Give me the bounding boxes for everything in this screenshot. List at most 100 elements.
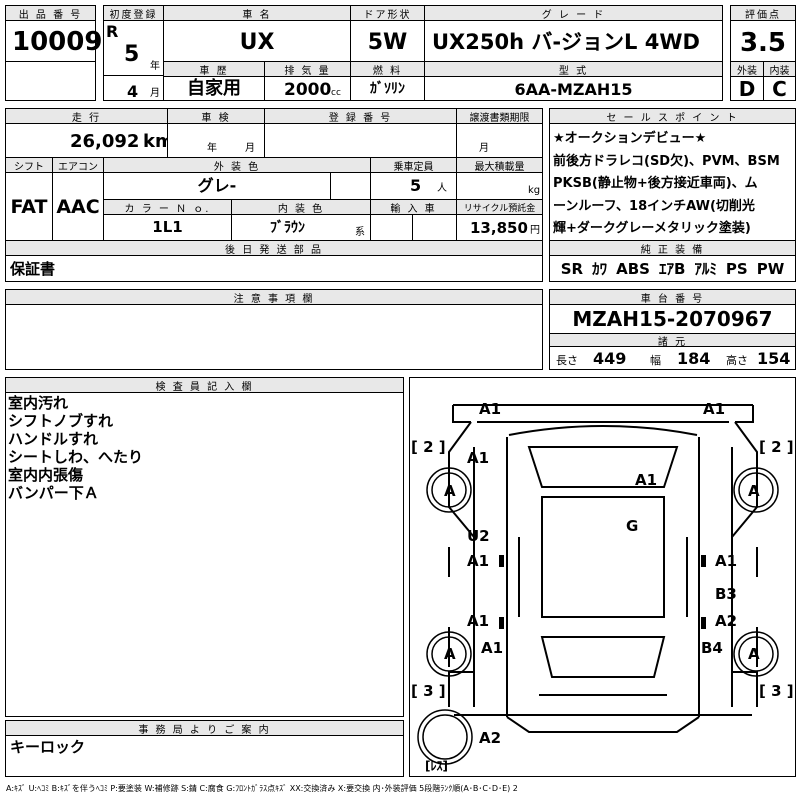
body-color-extra-cell xyxy=(330,172,371,200)
interior-cell xyxy=(763,76,796,101)
notes-cell xyxy=(5,304,543,370)
era: R xyxy=(106,22,119,41)
sales-point-cell xyxy=(549,123,796,241)
interior-grade: C xyxy=(772,77,787,101)
interior-color: ﾌﾞﾗｳﾝ xyxy=(270,220,305,236)
car-name: UX xyxy=(239,30,275,55)
inspector-line: ハンドルすれ xyxy=(8,430,99,448)
history: 自家用 xyxy=(187,78,241,99)
mileage-header: 走 行 xyxy=(5,108,168,124)
exterior-header: 外装 xyxy=(730,61,764,77)
first-reg-cell xyxy=(103,20,164,101)
color-no-header: カ ラ ー Ｎ ｏ. xyxy=(103,199,232,215)
recycle-cell xyxy=(456,214,543,241)
yen-unit: 円 xyxy=(530,225,540,236)
inspection-month-unit: 月 xyxy=(245,143,255,154)
tire-tread-bracket: [ 2 ] xyxy=(759,438,794,456)
lot-number-cell xyxy=(5,20,96,62)
tire-mark: A xyxy=(748,645,760,663)
fuel: ｶﾞｿﾘﾝ xyxy=(370,81,405,97)
mileage-unit: km xyxy=(143,131,174,152)
grade: UX250h バ-ジョンL 4WD xyxy=(432,30,700,54)
max-load-cell xyxy=(456,172,543,200)
score-cell xyxy=(730,20,796,62)
inspector-line: バンパー下Ａ xyxy=(8,484,99,502)
length-label: 長さ xyxy=(556,354,578,367)
office-text: キーロック xyxy=(10,738,86,756)
damage-mark: A1 xyxy=(479,400,502,418)
capacity-header: 乗車定員 xyxy=(370,157,457,173)
sales-point-line: ★オークションデビュー★ xyxy=(553,131,707,146)
color-number: 1L1 xyxy=(152,218,183,236)
reg-number-header: 登 録 番 号 xyxy=(264,108,457,124)
capacity-unit: 人 xyxy=(437,183,447,194)
model-header: 型 式 xyxy=(424,61,723,77)
equipment-item: ｱﾙﾐ xyxy=(694,260,717,278)
sales-point-line: ーンルーフ、18インチAW(切削光 xyxy=(553,198,755,214)
legend: A:ｷｽﾞ U:ﾍｺﾐ B:ｷｽﾞを伴うﾍｺﾐ P:要塗装 W:補修跡 S:錆 … xyxy=(6,784,518,793)
history-header: 車 歴 xyxy=(163,61,265,77)
interior-color-header: 内 装 色 xyxy=(231,199,371,215)
inspector-lines: 室内汚れシフトノブすれハンドルすれシートしわ、へたり室内内張傷バンパー下Ａ xyxy=(8,394,398,502)
equipment-header: 純 正 装 備 xyxy=(549,240,796,256)
width-value: 184 xyxy=(677,349,711,368)
damage-mark: A1 xyxy=(703,400,726,418)
grade-header: グ レ ー ド xyxy=(424,5,723,21)
damage-mark: A1 xyxy=(467,552,490,570)
max-load-unit: kg xyxy=(528,185,541,196)
tire-mark: A xyxy=(444,645,456,663)
shift-header: シフト xyxy=(5,157,53,173)
equipment-cell xyxy=(549,255,796,282)
inspection-year-unit: 年 xyxy=(207,143,217,154)
tire-mark: A xyxy=(444,482,456,500)
office-cell xyxy=(5,735,404,777)
damage-mark: A1 xyxy=(635,471,658,489)
inspection-header: 車 検 xyxy=(167,108,265,124)
interior-color-cell xyxy=(231,214,371,241)
sales-point-line: 前後方ドラレコ(SD欠)、PVM、BSM xyxy=(553,153,780,169)
car-name-header: 車 名 xyxy=(163,5,351,21)
damage-mark: A1 xyxy=(481,639,504,657)
max-load-header: 最大積載量 xyxy=(456,157,543,173)
mileage: 26,092 xyxy=(70,131,140,152)
deadline-month-unit: 月 xyxy=(479,143,489,154)
inspector-line: 室内内張傷 xyxy=(8,466,84,484)
chassis-number: MZAH15-2070967 xyxy=(572,307,773,331)
damage-mark: U2 xyxy=(467,527,490,545)
interior-header: 内装 xyxy=(763,61,796,77)
capacity: 5 xyxy=(410,176,422,195)
tire-mark: A xyxy=(748,482,760,500)
equipment-item: ｴｱB xyxy=(658,260,686,278)
ac-header: エアコン xyxy=(52,157,104,173)
tire-tread-bracket: [ 2 ] xyxy=(411,438,446,456)
fuel-header: 燃 料 xyxy=(350,61,425,77)
air-conditioner: AAC xyxy=(56,196,100,218)
parts-cell xyxy=(5,255,543,282)
fuel-cell xyxy=(350,76,425,101)
length-value: 449 xyxy=(593,349,627,368)
inspector-cell xyxy=(5,392,404,717)
month-unit: 月 xyxy=(150,88,160,99)
displacement-header: 排 気 量 xyxy=(264,61,351,77)
import-cell-b xyxy=(412,214,457,241)
equipment-item: PW xyxy=(756,260,785,278)
door-type: 5W xyxy=(367,30,408,55)
cc-unit: cc xyxy=(331,88,341,98)
damage-mark: G xyxy=(626,517,639,535)
deadline-cell xyxy=(456,123,543,158)
mileage-cell xyxy=(5,123,168,158)
equipment-item: PS xyxy=(725,260,748,278)
lot-number-header: 出 品 番 号 xyxy=(5,5,96,21)
shift: FAT xyxy=(10,196,48,218)
width-label: 幅 xyxy=(650,354,661,367)
reg-number-cell xyxy=(264,123,457,158)
spare-tire-label: [ﾚｽ] xyxy=(425,759,448,773)
damage-mark: A1 xyxy=(467,449,490,467)
equipment-item: ABS xyxy=(616,260,650,278)
equipment-item: SR xyxy=(560,260,584,278)
office-header: 事 務 局 よ り ご 案 内 xyxy=(5,720,404,736)
door-header: ドア形状 xyxy=(350,5,425,21)
damage-mark: A1 xyxy=(715,552,738,570)
recycle-fee: 13,850 xyxy=(470,219,528,237)
spec-cell xyxy=(549,346,796,370)
